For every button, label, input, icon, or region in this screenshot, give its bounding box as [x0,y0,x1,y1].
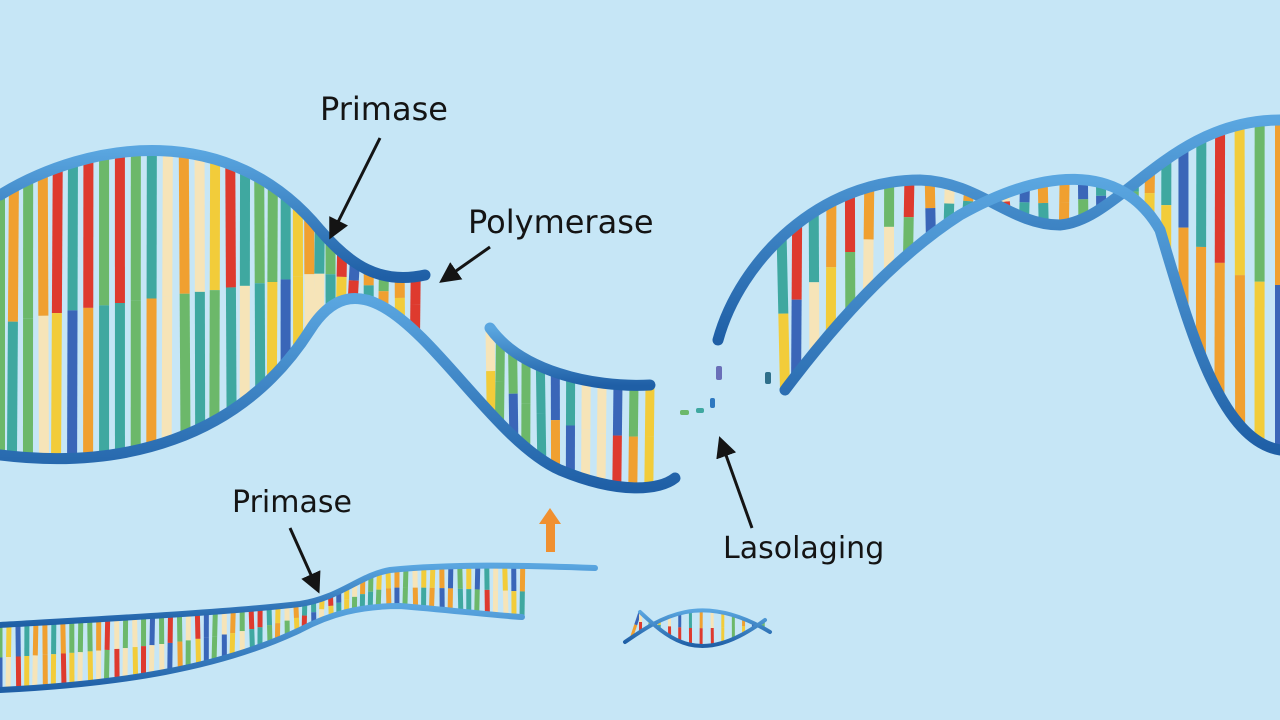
left-helix-strand-bottom [0,293,681,494]
base-pair-rung [51,167,63,314]
right-helix-strand-a [712,114,1280,346]
bottom-strand-b [0,602,525,693]
okazaki-fragment-dots [680,366,771,415]
base-pair-rung [38,315,49,459]
base-pair-rung [863,186,875,240]
base-pair-rung [502,590,509,616]
left-double-helix [0,145,681,494]
base-pair-rung [149,615,156,646]
base-pair-rung [474,565,481,590]
arrow-lagging [716,436,754,529]
base-pair-rung [644,384,655,437]
base-pair-rung [791,299,802,376]
label-primase-bottom: Primase [232,485,352,520]
base-pair-rung [32,622,39,656]
bottom-helix-base-pairs [0,565,526,690]
right-helix-base-pairs [776,120,1280,450]
base-pair-rung [103,649,110,682]
base-pair-rung [249,628,255,650]
arrow-primase-bottom [288,527,321,594]
base-pair-rung [429,566,436,588]
base-pair-rung [225,164,236,288]
base-pair-rung [628,436,638,488]
base-pair-rung [778,313,790,391]
fork-upper-strand [484,322,656,391]
base-pair-rung [211,636,218,661]
small-helix-fragment [623,608,772,648]
small-helix-base-pairs [630,610,765,646]
base-pair-rung [32,655,38,688]
base-pair-rung [212,611,218,637]
base-pair-rung [502,565,508,591]
base-pair-rung [161,296,173,442]
base-pair-rung [37,173,49,316]
label-arrows [288,137,754,594]
base-pair-rung [429,587,435,609]
base-pair-rung [225,287,237,411]
arrow-primase-top [329,137,382,240]
base-pair-rung [179,293,191,435]
base-pair-rung [230,610,236,634]
label-polymerase: Polymerase [468,203,654,241]
base-pair-rung [596,433,607,484]
base-pair-rung [162,150,173,297]
base-pair-rung [248,608,255,630]
base-pair-rung [60,621,66,654]
base-pair-rung [104,618,111,650]
right-double-helix [712,114,1280,456]
bottom-strand-a [0,562,598,628]
base-pair-rung [791,223,803,300]
base-pair-rung [628,385,639,437]
base-pair-rung [536,412,547,460]
left-helix-base-pairs [0,150,421,459]
base-pair-rung [195,638,202,665]
base-pair-rung [597,382,607,434]
arrow-polymerase [439,245,491,283]
base-pair-rung [178,152,190,294]
base-pair-rung [402,568,409,588]
base-pair-rung [148,645,155,675]
bottom-helix-strand [0,562,598,693]
base-pair-rung [60,653,67,686]
base-pair-rung [644,436,654,488]
base-pair-rung [229,632,236,656]
base-pair-rung [535,366,546,414]
base-pair-rung [194,612,201,639]
primer-arrow [539,508,561,552]
base-pair-rung [474,589,480,614]
base-pair-rung [402,587,408,607]
base-pair-rung [612,384,623,436]
base-pair-rung [7,186,19,322]
base-pair-rung [51,313,62,459]
base-pair-rung [903,180,915,218]
base-pair-rung [612,435,622,487]
base-pair-rung [776,237,789,314]
replication-fork [484,322,656,391]
label-primase-top: Primase [320,90,448,128]
base-pair-rung [862,239,874,292]
base-pair-rung [508,350,518,394]
left-helix-strand-top [0,145,431,284]
base-pair-rung [6,321,18,457]
right-helix-strand-b [779,173,1280,456]
label-lagging: Lasolaging [723,531,884,566]
